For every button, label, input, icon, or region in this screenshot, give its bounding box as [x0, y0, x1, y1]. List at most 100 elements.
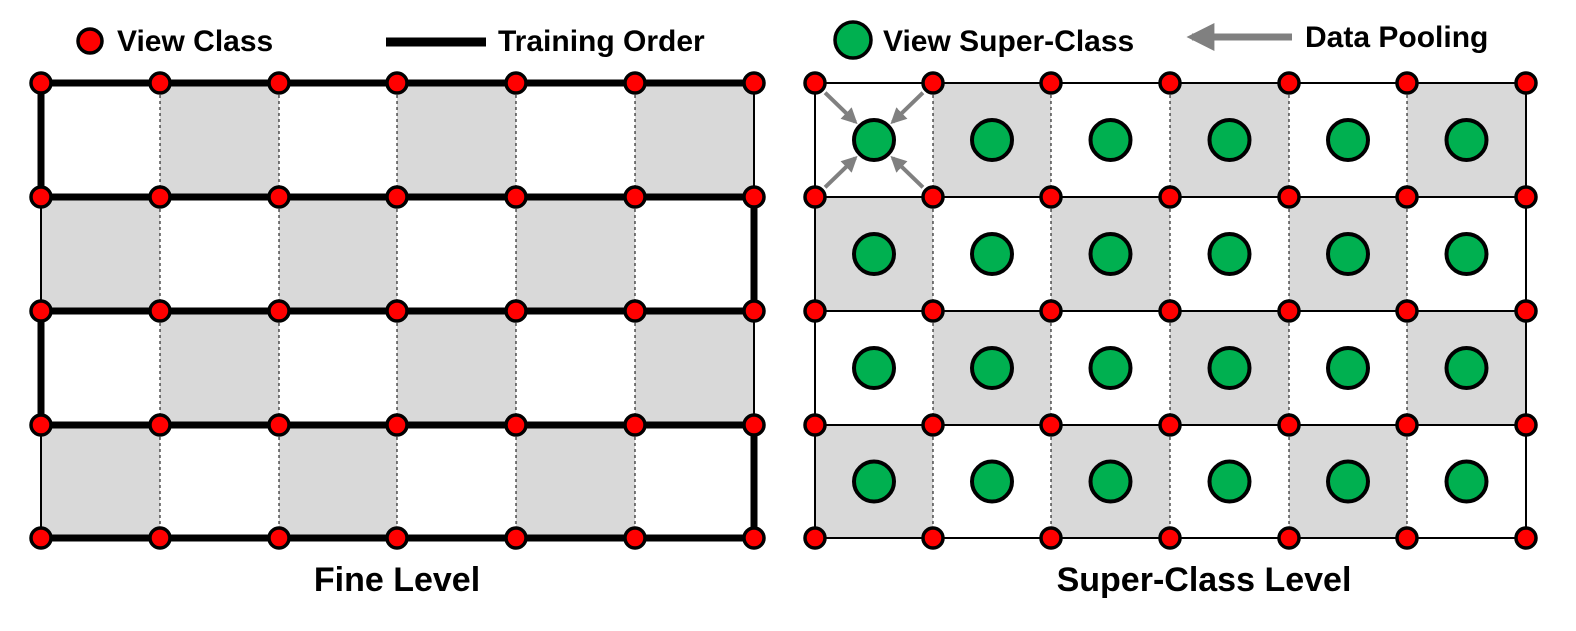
fine-view-class-node	[29, 185, 53, 209]
fine-shaded-cell	[279, 425, 397, 538]
fine-view-class-node	[385, 299, 409, 323]
view-super-class-node	[1088, 232, 1133, 276]
super-view-class-node	[1277, 526, 1301, 550]
super-view-class-node	[1395, 299, 1419, 323]
fine-shaded-cell	[160, 83, 279, 197]
fine-view-class-node	[148, 71, 172, 95]
fine-view-class-node	[29, 413, 53, 437]
view-super-class-node	[1088, 118, 1133, 162]
view-super-class-node	[970, 118, 1014, 162]
fine-view-class-node	[148, 299, 172, 323]
fine-view-class-node	[267, 71, 291, 95]
fine-view-class-node	[623, 185, 647, 209]
fine-view-class-node	[623, 71, 647, 95]
fine-shaded-cell	[397, 83, 516, 197]
fine-shaded-cell	[635, 83, 754, 197]
super-view-class-node	[921, 71, 945, 95]
fine-view-class-node	[385, 185, 409, 209]
super-view-class-node	[1039, 413, 1063, 437]
fine-view-class-node	[148, 185, 172, 209]
fine-view-class-node	[504, 413, 528, 437]
legend: View Class Training Order View Super-Cla…	[76, 20, 1488, 60]
super-view-class-node	[1039, 526, 1063, 550]
fine-shaded-cell	[160, 311, 279, 425]
fine-view-class-node	[742, 526, 766, 550]
view-super-class-node	[970, 459, 1014, 504]
view-super-class-node	[852, 232, 896, 276]
fine-view-class-node	[623, 526, 647, 550]
fine-level-panel	[29, 71, 766, 550]
view-super-class-node	[852, 118, 896, 162]
fine-view-class-node	[742, 413, 766, 437]
view-super-class-node	[970, 346, 1014, 390]
super-view-class-node	[1277, 413, 1301, 437]
super-view-class-node	[921, 526, 945, 550]
fine-view-class-node	[267, 185, 291, 209]
view-super-class-node	[1444, 232, 1489, 276]
super-view-class-node	[1277, 185, 1301, 209]
fine-view-class-node	[148, 413, 172, 437]
fine-view-class-node	[385, 413, 409, 437]
super-view-class-node	[1514, 71, 1538, 95]
fine-view-class-node	[267, 299, 291, 323]
fine-shaded-cell	[516, 425, 635, 538]
data-pooling-legend-label: Data Pooling	[1305, 21, 1488, 54]
fine-view-class-node	[29, 299, 53, 323]
fine-shaded-cell	[279, 197, 397, 311]
super-view-class-node	[1039, 71, 1063, 95]
view-super-class-node	[1326, 346, 1370, 390]
super-view-class-node	[1514, 299, 1538, 323]
super-view-class-node	[1039, 185, 1063, 209]
super-view-class-node	[921, 413, 945, 437]
fine-level-caption: Fine Level	[314, 561, 480, 599]
fine-view-class-node	[504, 71, 528, 95]
fine-shaded-cell	[516, 197, 635, 311]
super-class-level-panel	[803, 71, 1538, 550]
view-super-class-node	[1207, 118, 1252, 162]
super-view-class-node	[921, 299, 945, 323]
super-view-class-node	[803, 299, 827, 323]
data-pooling-arrow	[890, 91, 925, 125]
view-super-class-node	[1207, 232, 1252, 276]
training-order-legend-label: Training Order	[498, 25, 705, 58]
data-pooling-arrow	[823, 155, 858, 189]
view-class-legend-marker	[76, 27, 104, 55]
view-super-class-node	[1444, 346, 1489, 390]
fine-view-class-node	[385, 71, 409, 95]
view-super-class-node	[852, 346, 896, 390]
fine-shaded-cell	[397, 311, 516, 425]
view-super-class-node	[1326, 459, 1370, 504]
fine-view-class-node	[504, 299, 528, 323]
super-view-class-node	[803, 413, 827, 437]
super-view-class-node	[921, 185, 945, 209]
view-super-class-node	[1326, 118, 1370, 162]
fine-shaded-cell	[41, 425, 160, 538]
fine-view-class-node	[29, 71, 53, 95]
view-super-class-node	[970, 232, 1014, 276]
view-super-class-legend-marker	[833, 20, 873, 60]
super-view-class-node	[1395, 71, 1419, 95]
super-view-class-node	[1039, 299, 1063, 323]
super-view-class-node	[1158, 413, 1182, 437]
fine-view-class-node	[504, 526, 528, 550]
view-super-class-node	[1444, 459, 1489, 504]
fine-view-class-node	[267, 526, 291, 550]
view-super-class-node	[1326, 232, 1370, 276]
fine-view-class-node	[504, 185, 528, 209]
view-super-class-node	[1207, 346, 1252, 390]
fine-view-class-node	[267, 413, 291, 437]
data-pooling-arrow	[890, 155, 925, 189]
fine-view-class-node	[742, 185, 766, 209]
super-view-class-node	[1277, 299, 1301, 323]
view-super-class-node	[1207, 459, 1252, 504]
super-view-class-node	[1395, 526, 1419, 550]
super-class-level-caption: Super-Class Level	[1057, 561, 1352, 599]
data-pooling-arrow	[823, 91, 858, 125]
view-super-class-node	[1444, 118, 1489, 162]
super-view-class-node	[1158, 71, 1182, 95]
super-view-class-node	[1158, 526, 1182, 550]
fine-view-class-node	[742, 299, 766, 323]
super-view-class-node	[1158, 185, 1182, 209]
fine-view-class-node	[385, 526, 409, 550]
super-view-class-node	[1395, 413, 1419, 437]
